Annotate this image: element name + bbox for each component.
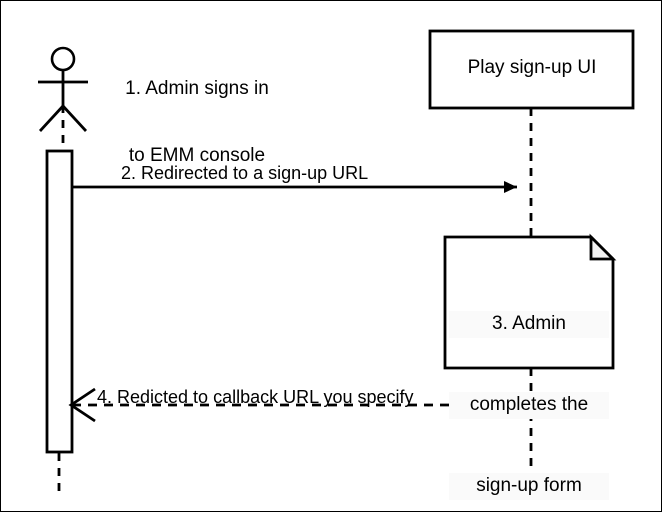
step-3-line-3: sign-up form: [449, 472, 609, 500]
step-3-line-2: completes the: [449, 391, 609, 419]
stick-figure-actor-icon: [38, 46, 88, 132]
step-1-line-2: to EMM console: [128, 145, 266, 167]
message-2-label: 2. Redirected to a sign-up URL: [121, 163, 369, 183]
note-step-3-text: 3. Admin completes the sign-up form: [449, 257, 609, 511]
step-1-caption: 1. Admin signs in to EMM console: [97, 33, 297, 212]
participant-label: Play sign-up UI: [467, 57, 597, 78]
message-arrow-4-head: [68, 387, 96, 423]
step-1-line-1: 1. Admin signs in: [125, 77, 269, 99]
participant-box-play-sign-up-ui[interactable]: [428, 29, 635, 110]
actor-activation-bar: [45, 149, 74, 454]
step-3-line-1: 3. Admin: [449, 310, 609, 338]
message-4-label: 4. Redicted to callback URL you specify: [97, 387, 414, 407]
